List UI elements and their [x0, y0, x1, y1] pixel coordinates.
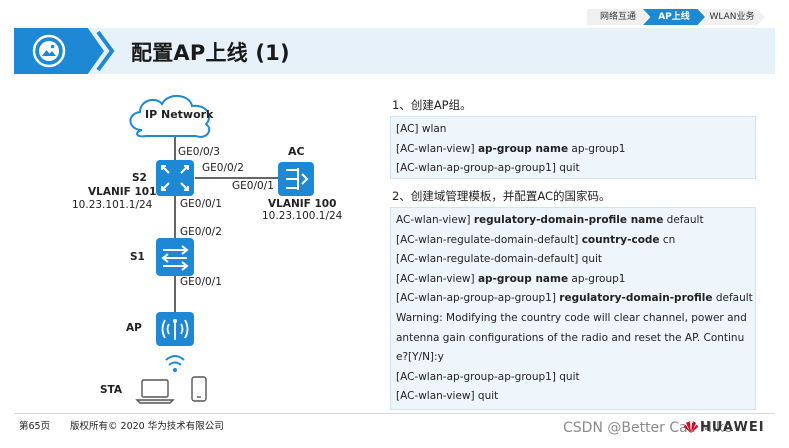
breadcrumb-item-network: 网络互通 [587, 9, 649, 25]
code-line: [AC-wlan-ap-group-ap-group1] quit [396, 370, 580, 383]
ap-access-point-icon [156, 312, 194, 346]
code-line: [AC-wlan-view] ap-group name ap-group1 [396, 272, 626, 285]
title-icon-box [14, 28, 104, 74]
step2-code-block: AC-wlan-view] regulatory-domain-profile … [390, 207, 756, 410]
title-band: 配置AP上线 (1) [14, 28, 775, 74]
breadcrumb-item-ap-online: AP上线 [643, 9, 705, 25]
chevron-right-icon [96, 30, 115, 72]
step1-code-block: [AC] wlan [AC-wlan-view] ap-group name a… [390, 116, 756, 179]
code-line: e?[Y/N]:y [396, 351, 444, 364]
port-label-s2-up: GE0/0/3 [178, 146, 220, 158]
code-line: [AC-wlan-regulate-domain-default] quit [396, 253, 603, 266]
phone-icon [191, 376, 207, 402]
s2-name-label: S2 [132, 172, 147, 184]
step2-heading: 2、创建域管理模板，并配置AC的国家码。 [392, 189, 611, 203]
s1-name-label: S1 [130, 251, 145, 263]
copyright-text: 版权所有© 2020 华为技术有限公司 [70, 421, 224, 432]
brand-name: HUAWEI [700, 420, 765, 435]
step1-heading: 1、创建AP组。 [392, 98, 472, 112]
s1-access-switch-icon [156, 238, 194, 276]
port-label-s1-up: GE0/0/2 [180, 226, 222, 238]
ac-controller-icon [278, 162, 314, 196]
s2-core-switch-icon [156, 160, 194, 196]
topology-graphics [129, 95, 314, 404]
code-line: [AC-wlan-view] quit [396, 390, 499, 403]
code-line: antenna gain configurations of the radio… [396, 331, 745, 344]
code-line: Warning: Modifying the country code will… [396, 311, 747, 324]
huawei-logo-icon [684, 422, 698, 433]
port-label-s2-down: GE0/0/1 [180, 198, 222, 210]
code-line: [AC-wlan-ap-group-ap-group1] quit [396, 162, 580, 175]
ac-ip-label: 10.23.100.1/24 [262, 210, 343, 222]
laptop-icon [135, 379, 175, 404]
code-line: [AC-wlan-view] ap-group name ap-group1 [396, 142, 626, 155]
ac-vlanif-label: VLANIF 100 [268, 198, 337, 210]
s2-ip-label: 10.23.101.1/24 [72, 199, 153, 211]
sta-name-label: STA [100, 384, 123, 396]
image-icon [32, 34, 66, 68]
page-number: 第65页 [19, 421, 51, 432]
code-line: [AC] wlan [396, 123, 447, 135]
ac-name-label: AC [288, 145, 305, 158]
ip-network-cloud [129, 95, 211, 138]
breadcrumb-item-wlan: WLAN业务 [699, 9, 765, 25]
ip-network-label: IP Network [145, 108, 214, 121]
footer-divider [14, 413, 775, 414]
topology-diagram: IP Network GE0/0/3 GE0/0/2 GE0/0/1 AC VL… [50, 90, 360, 410]
port-label-s2-to-ac: GE0/0/2 [202, 162, 244, 174]
code-line: [AC-wlan-regulate-domain-default] countr… [396, 233, 676, 246]
s2-vlanif-label: VLANIF 101 [88, 186, 157, 198]
page-title: 配置AP上线 (1) [131, 41, 290, 65]
ap-name-label: AP [126, 322, 142, 334]
code-line: AC-wlan-view] regulatory-domain-profile … [396, 214, 704, 226]
code-line: [AC-wlan-ap-group-ap-group1] regulatory-… [396, 292, 753, 305]
wifi-signal-icon [165, 355, 185, 372]
port-label-ac: GE0/0/1 [232, 180, 274, 192]
port-label-s1-down: GE0/0/1 [180, 276, 222, 288]
